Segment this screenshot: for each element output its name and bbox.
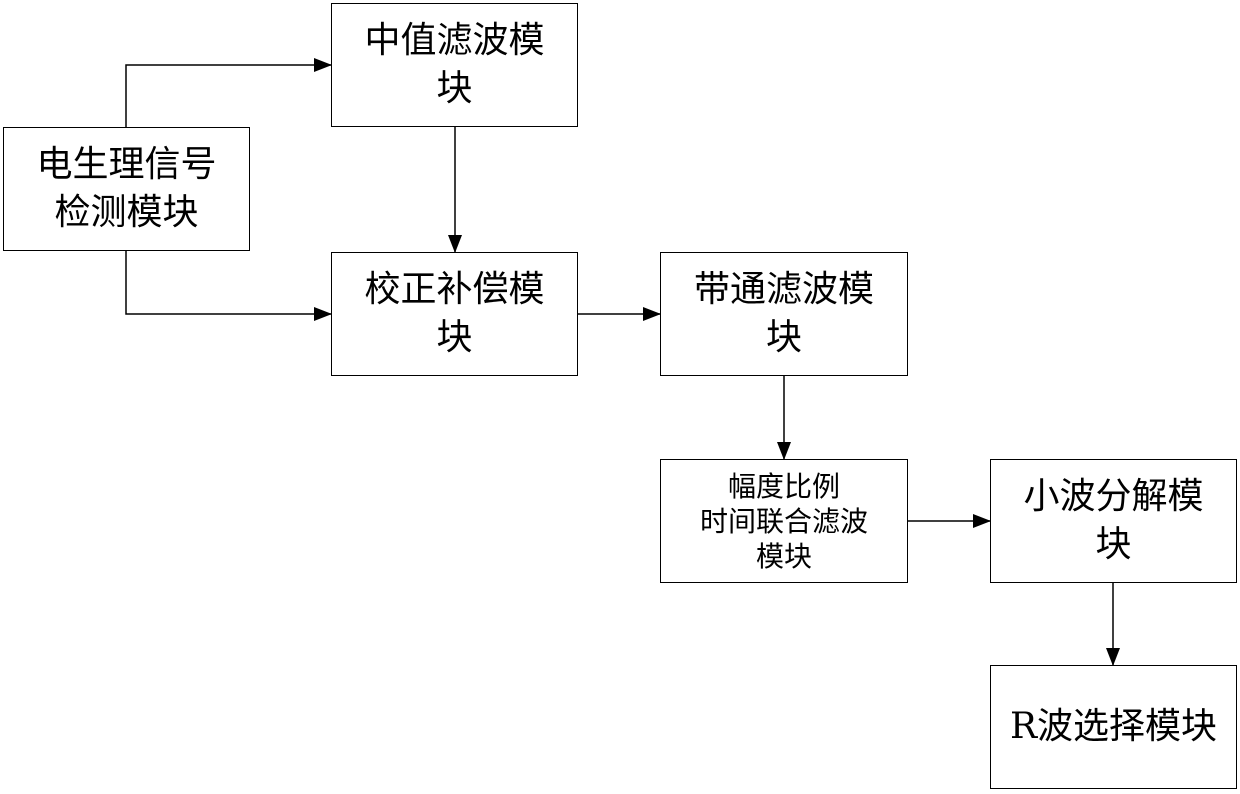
block-label-line: 块 [436, 314, 472, 362]
block-amplitude-ratio-filter: 幅度比例 时间联合滤波 模块 [660, 459, 908, 583]
edge-detect-to-correct [126, 251, 331, 314]
block-label-line: R波选择模块 [1010, 703, 1217, 751]
block-label-line: 模块 [756, 539, 812, 574]
block-label-line: 块 [766, 314, 802, 362]
block-label-line: 块 [436, 65, 472, 113]
block-label-line: 检测模块 [54, 189, 198, 237]
block-label-line: 幅度比例 [728, 469, 840, 504]
block-r-wave-selection: R波选择模块 [990, 665, 1237, 789]
block-correction-compensation: 校正补偿模 块 [331, 252, 578, 376]
block-label-line: 时间联合滤波 [700, 504, 868, 539]
block-label-line: 电生理信号 [36, 141, 216, 189]
block-label-line: 中值滤波模 [364, 17, 544, 65]
block-label-line: 块 [1095, 521, 1131, 569]
block-label-line: 带通滤波模 [694, 266, 874, 314]
edge-detect-to-median [126, 65, 331, 127]
block-signal-detection: 电生理信号 检测模块 [3, 127, 250, 251]
block-median-filter: 中值滤波模 块 [331, 3, 578, 127]
block-bandpass-filter: 带通滤波模 块 [660, 252, 908, 376]
block-wavelet-decomposition: 小波分解模 块 [990, 459, 1237, 583]
block-label-line: 校正补偿模 [364, 266, 544, 314]
block-label-line: 小波分解模 [1023, 473, 1203, 521]
